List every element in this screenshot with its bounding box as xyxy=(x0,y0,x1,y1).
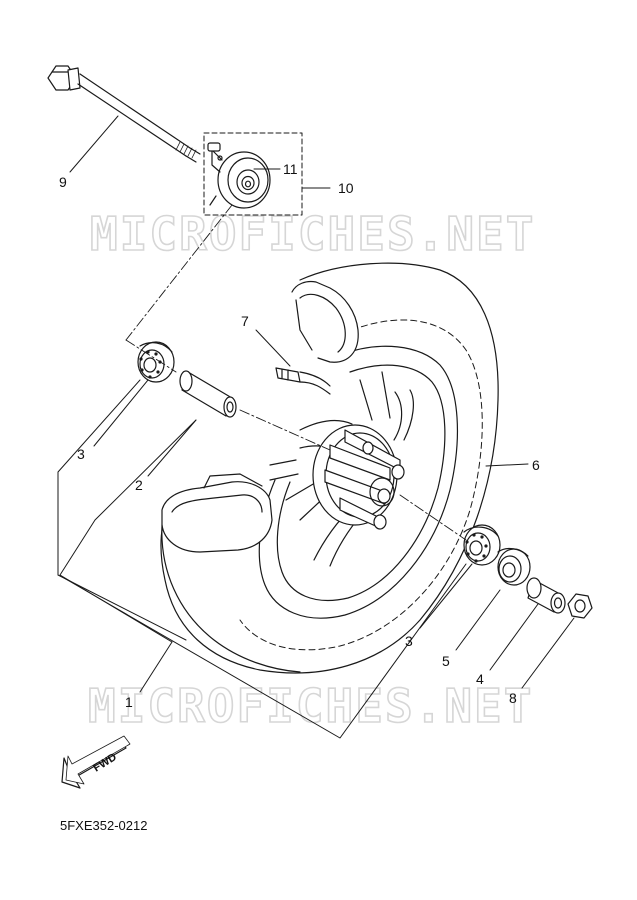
gear-unit xyxy=(207,142,271,209)
axle-shaft xyxy=(47,65,201,163)
callout-5: 5 xyxy=(442,653,450,669)
gear-unit-box xyxy=(203,132,303,216)
watermark-bottom: MICROFICHES.NET xyxy=(88,679,533,733)
fwd-arrow-icon xyxy=(61,735,131,789)
tire-valve xyxy=(275,367,331,395)
callout-4: 4 xyxy=(476,671,484,687)
watermark-top: MICROFICHES.NET xyxy=(90,207,535,261)
oil-seal xyxy=(497,547,531,586)
callout-3-right: 3 xyxy=(405,633,413,649)
callout-10: 10 xyxy=(338,180,354,196)
callout-11: 11 xyxy=(283,161,298,177)
bearing-left xyxy=(137,341,175,383)
callout-6: 6 xyxy=(532,457,540,473)
axle-nut xyxy=(567,593,593,619)
callout-8: 8 xyxy=(509,690,517,706)
wheel-assembly xyxy=(160,262,499,674)
callout-9: 9 xyxy=(59,174,67,190)
callout-7: 7 xyxy=(241,313,249,329)
assembly-axis-line xyxy=(125,204,467,541)
callout-3-left: 3 xyxy=(77,446,85,462)
document-code: 5FXE352-0212 xyxy=(60,818,147,833)
collar xyxy=(526,577,566,614)
callout-2: 2 xyxy=(135,477,143,493)
leader-lines xyxy=(57,115,575,739)
callout-1: 1 xyxy=(125,694,133,710)
bearing-right xyxy=(463,524,501,566)
spacer xyxy=(179,370,237,418)
